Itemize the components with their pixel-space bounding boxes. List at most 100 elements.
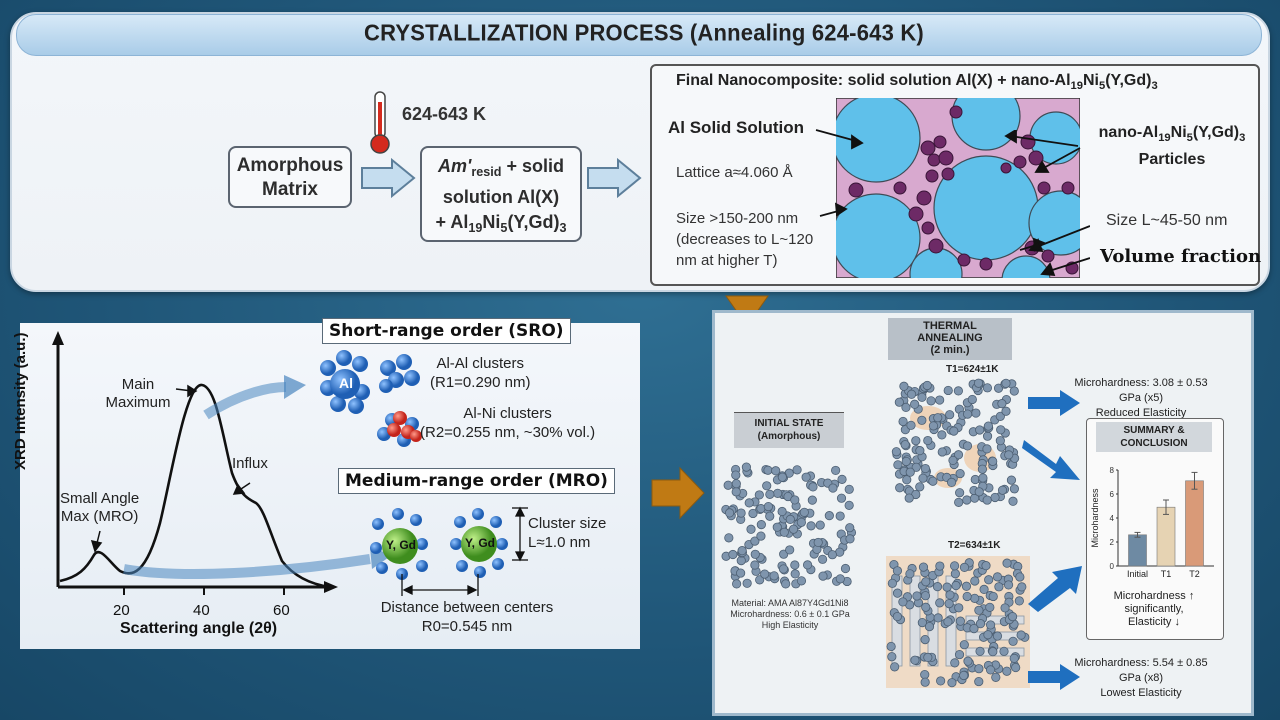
alal-1: Al-Al clusters [436,355,524,372]
atom [928,476,938,486]
atom [959,670,969,681]
bar-T1 [1156,506,1176,567]
microhardness-1-label: Microhardness: 3.08 ± 0.53 GPa (x5) Redu… [1066,376,1216,421]
atom [902,475,912,485]
atom [920,677,930,687]
atom [974,664,984,674]
atom [796,517,806,527]
atom [990,492,1000,503]
atom [893,460,903,470]
atom [731,470,741,480]
atom [969,624,979,634]
atom [845,534,855,544]
ygd-atom-label-1: Y, Gd [385,538,416,552]
atom [769,571,779,581]
atom [923,652,933,663]
alal-2: (R1=0.290 nm) [430,374,531,391]
atom [732,579,742,589]
atom [840,563,851,574]
xrd-plot [52,331,392,595]
x-tick-label: T2 [1189,569,1200,579]
arrow-mh1 [1028,390,1080,416]
atom [1008,636,1018,646]
al-solid-solution-label: Al Solid Solution [668,118,804,137]
atom [955,468,965,479]
box1-line1: Amorphous [236,155,344,176]
atom [1017,582,1027,592]
summary-2: CONCLUSION [1120,438,1188,449]
sro-clusters [320,350,422,447]
atom [802,560,813,570]
atom [933,413,943,423]
atom [796,576,807,586]
atom [975,425,985,435]
alni-1: Al-Ni clusters [463,405,552,422]
resid-sub: resid [471,165,502,179]
atom [731,487,741,497]
atom [891,447,901,457]
atom [1016,630,1026,640]
atom [912,591,922,601]
atom [808,482,818,492]
atom [906,389,917,399]
atom [988,591,998,602]
atom [765,511,775,521]
cluster-size-1: Cluster size [528,515,607,532]
atom [986,620,996,630]
atom [755,575,765,585]
atom [948,455,958,465]
atom [982,383,993,393]
bar-Initial [1128,534,1147,567]
note-2: significantly, [1124,603,1184,615]
atom [935,598,945,608]
atom [1001,378,1011,388]
atom [945,590,955,600]
initial-state-label: INITIAL STATE (Amorphous) [734,412,844,448]
t2-label: T2=634±1K [948,540,1001,551]
atom [1004,450,1014,460]
atom [988,647,998,657]
atom [742,578,752,588]
microhardness-2-label: Microhardness: 5.54 ± 0.85 GPa (x8) Lowe… [1066,656,1216,701]
lattice-label: Lattice a≈4.060 Å [676,164,793,181]
atom [920,463,930,474]
atom [910,655,920,665]
atom [910,399,920,409]
atom [1009,386,1019,396]
atom [963,656,973,666]
atom [922,380,932,391]
thermometer-icon [370,91,390,154]
atom [911,436,921,446]
atom [904,493,914,503]
particles-word: Particles [1138,151,1206,168]
atom [831,465,841,476]
atom [950,569,960,579]
atom [777,472,787,482]
final-heading-a: Final Nanocomposite: solid solution Al(X… [676,72,1071,89]
atom [724,533,734,543]
atom [920,669,930,680]
atom [737,546,747,556]
atom [988,456,998,466]
atom [962,441,973,451]
atom [905,467,915,477]
atom [1015,572,1025,582]
atom [792,465,802,475]
atom [806,521,816,531]
flow-arrow-2 [587,158,642,198]
material-2: Microhardness: 0.6 ± 0.1 GPa [730,609,850,619]
size-line1: Size >150-200 nm [676,210,799,227]
atom [947,678,957,688]
atom [748,508,758,519]
atom [818,571,828,581]
atom [760,569,770,579]
atom [750,560,760,570]
atom [756,531,766,541]
atom [1000,603,1010,613]
flow-arrow-1 [361,158,416,198]
atom [954,497,964,507]
atom [933,613,943,623]
atom [756,520,766,530]
atom [898,597,908,607]
atom [790,569,800,579]
